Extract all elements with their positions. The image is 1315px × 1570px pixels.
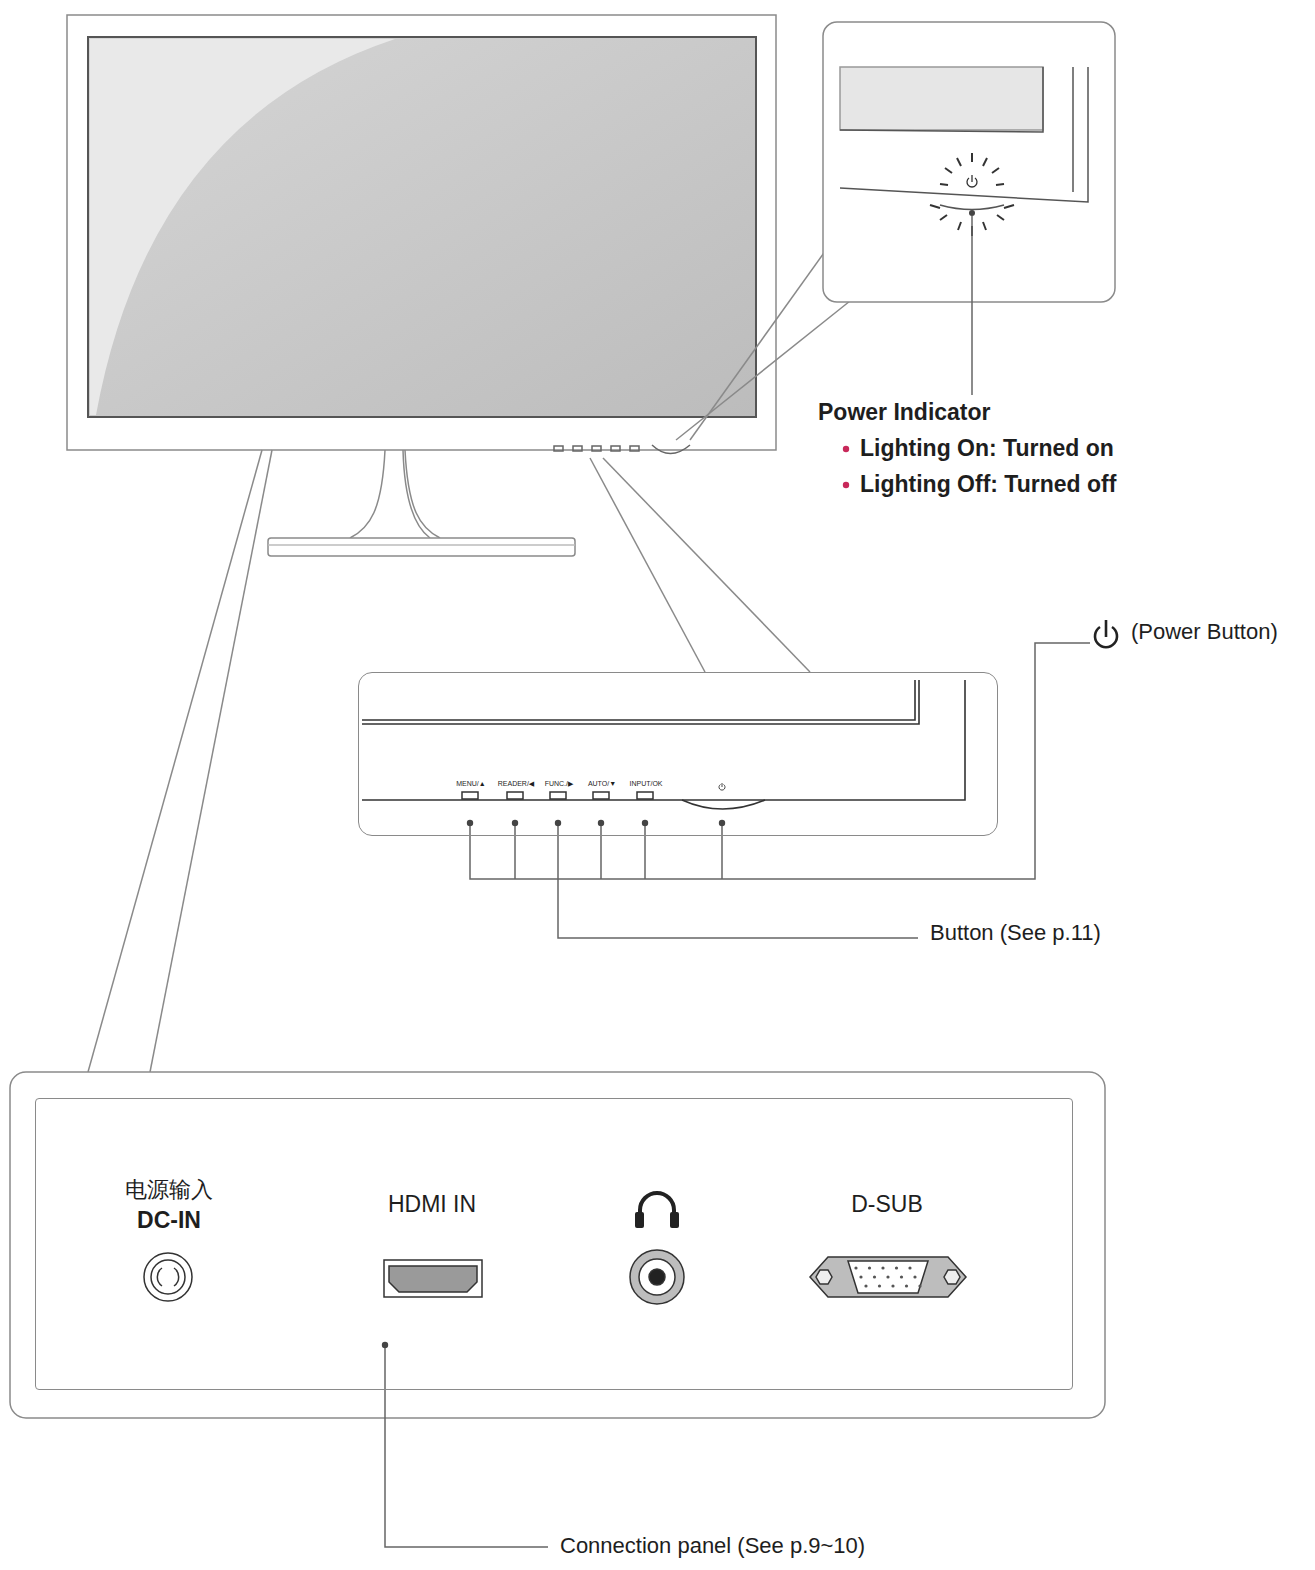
button-label: AUTO/▼ bbox=[588, 780, 616, 787]
power-symbol bbox=[967, 175, 977, 187]
headphone-icon bbox=[635, 1193, 679, 1228]
inset-screen bbox=[840, 67, 1043, 130]
dc-in-jack bbox=[144, 1253, 192, 1301]
callout-label: Connection panel (See p.9~10) bbox=[560, 1535, 865, 1557]
screen-highlight bbox=[90, 39, 395, 415]
callout-dot bbox=[467, 820, 725, 826]
hdmi-port bbox=[384, 1260, 482, 1297]
connection-panel-outer bbox=[10, 1072, 1105, 1418]
d-sub-port bbox=[810, 1257, 966, 1297]
button-closeup-panel: MENU/▲ READER/◀ FUNC./▶ AUTO/▼ INPUT/OK bbox=[358, 672, 998, 836]
leader-line bbox=[971, 216, 973, 395]
button-label: READER/◀ bbox=[498, 780, 535, 787]
bracket-lines bbox=[470, 643, 1090, 938]
status-note: Lighting Off: Turned off bbox=[860, 473, 1116, 496]
port-label: D-SUB bbox=[851, 1193, 923, 1216]
monitor-stand-base bbox=[268, 538, 575, 556]
monitor-screen bbox=[88, 37, 756, 417]
leader-line bbox=[150, 450, 272, 1072]
leader-line bbox=[690, 250, 826, 440]
button-label: INPUT/OK bbox=[629, 780, 662, 787]
d-sub-pins bbox=[854, 1266, 921, 1287]
bullet bbox=[843, 482, 849, 488]
leader-line bbox=[590, 458, 705, 672]
callout-title: Power Indicator bbox=[818, 401, 991, 424]
port-label: 电源输入 bbox=[125, 1179, 213, 1201]
leader-line bbox=[385, 1348, 548, 1547]
callout-dot bbox=[382, 1342, 388, 1348]
monitor-stand-neck bbox=[350, 450, 440, 538]
power-inset bbox=[823, 22, 1115, 302]
power-button-symbol bbox=[1095, 620, 1117, 647]
leader-line bbox=[88, 450, 262, 1072]
leader-line bbox=[603, 458, 810, 672]
port-label: HDMI IN bbox=[388, 1193, 476, 1216]
button-label: MENU/▲ bbox=[456, 780, 485, 787]
headphone-jack bbox=[630, 1250, 684, 1304]
button-label: FUNC./▶ bbox=[545, 780, 574, 787]
panel-buttons bbox=[462, 792, 653, 799]
monitor-buttons bbox=[554, 445, 690, 454]
callout-label: Button (See p.11) bbox=[930, 922, 1101, 944]
bullet bbox=[843, 446, 849, 452]
monitor-bezel bbox=[67, 15, 776, 450]
status-note: Lighting On: Turned on bbox=[860, 437, 1114, 460]
power-symbol bbox=[719, 783, 725, 790]
connection-panel: 电源输入 DC-IN HDMI IN D-SUB bbox=[35, 1098, 1073, 1390]
port-label: DC-IN bbox=[137, 1209, 201, 1232]
callout-label: (Power Button) bbox=[1131, 621, 1278, 643]
